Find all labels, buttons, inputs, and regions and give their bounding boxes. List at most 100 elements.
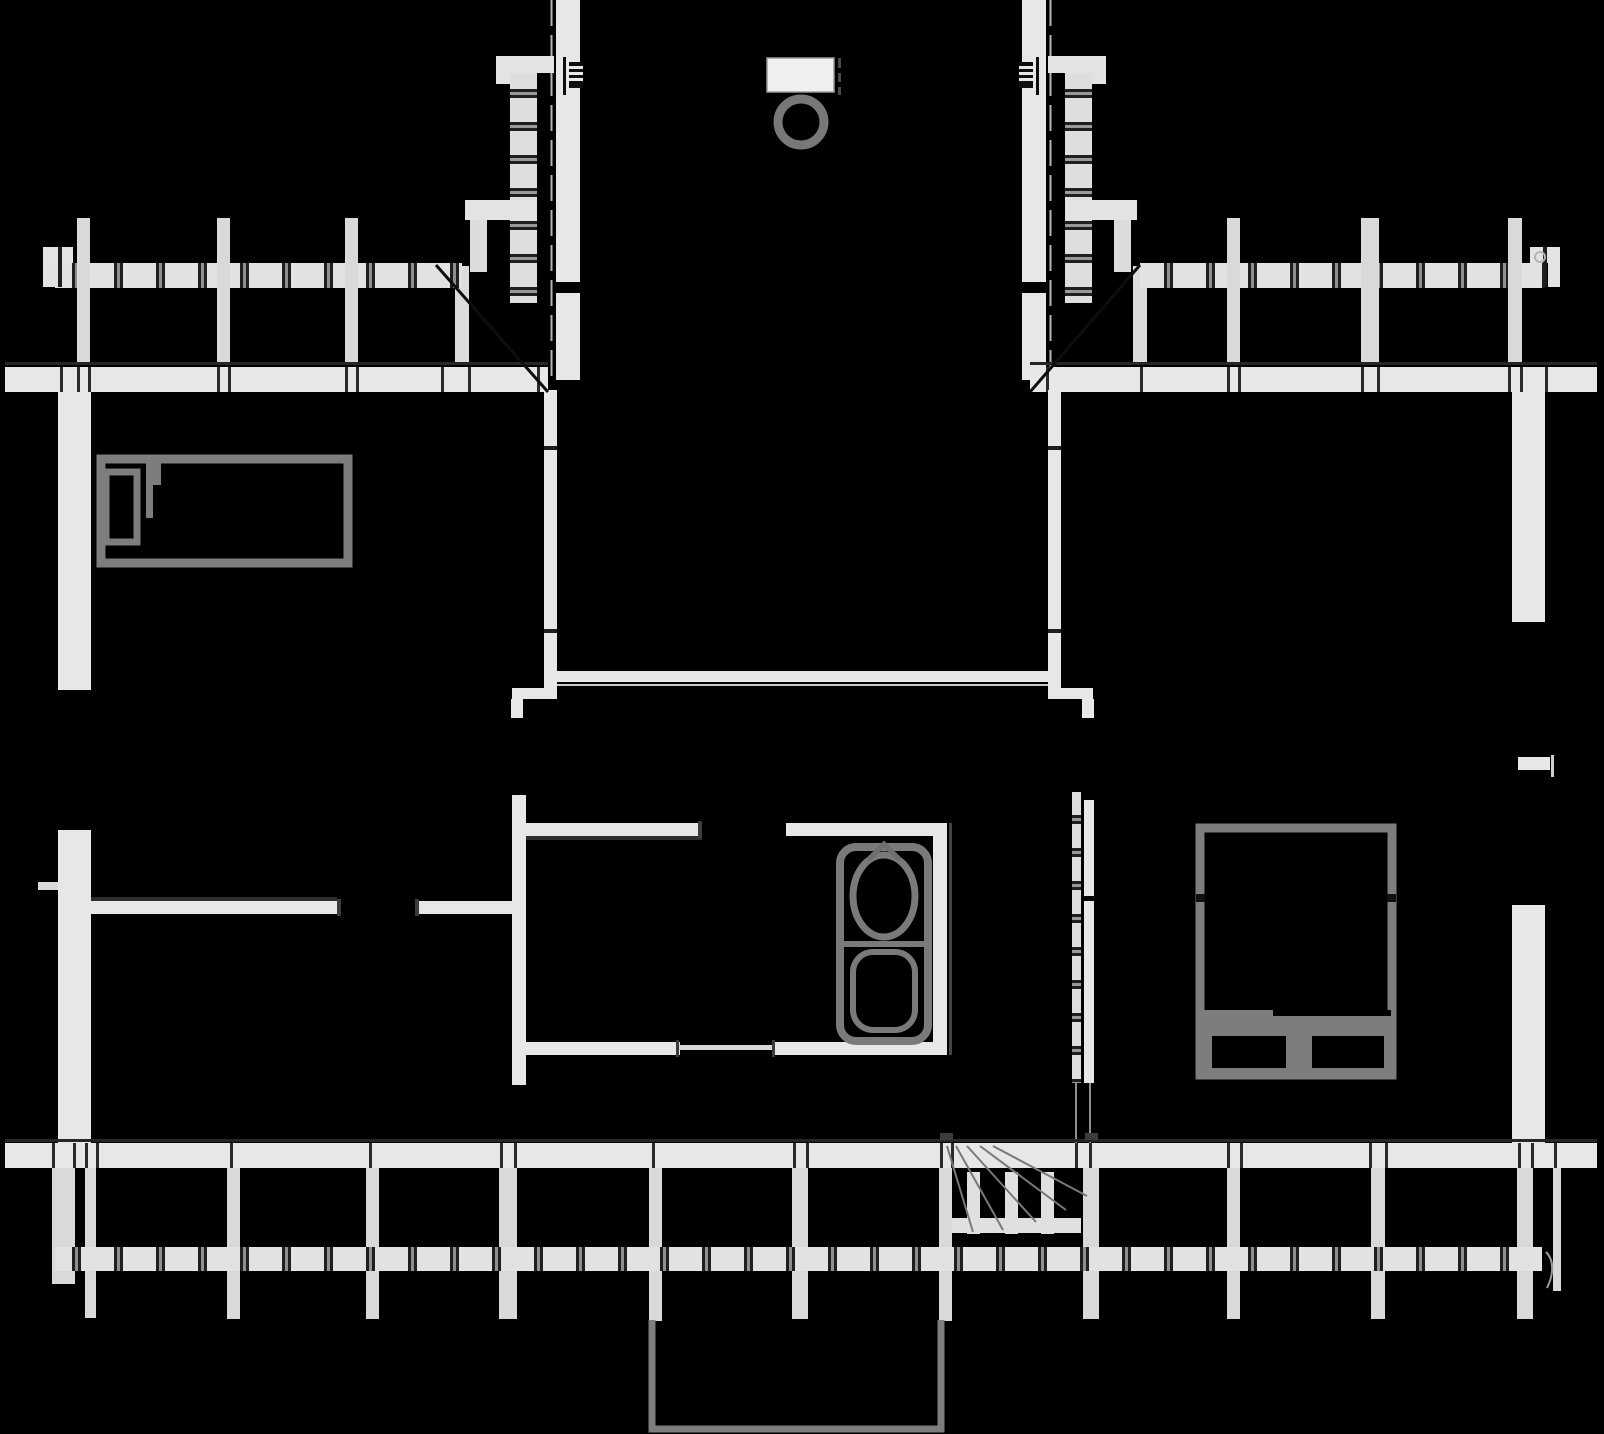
deck-band-top-left-ticks-9 xyxy=(468,367,471,392)
void-floor-edge-line xyxy=(557,684,1048,686)
deck-band-bottom-shadow xyxy=(5,1139,1597,1142)
deck-band-bottom xyxy=(5,1143,1597,1168)
upper-wall-left-break xyxy=(554,282,582,293)
void-wall-right-tick-1 xyxy=(1048,446,1061,450)
interior-wall-a-jamb-1 xyxy=(337,899,341,916)
deck-post-3 xyxy=(499,1168,517,1319)
deck-band-top-right-ticks-7 xyxy=(1508,367,1511,392)
deck-stair-fan-line-2 xyxy=(955,1145,1004,1231)
loft-ladder-line-1 xyxy=(1075,1083,1077,1143)
deck-post-7 xyxy=(1083,1168,1099,1319)
panel-symbol-right-line-3 xyxy=(1019,78,1033,81)
void-wall-left-tick-2 xyxy=(544,629,557,633)
panel-symbol-right-line-1 xyxy=(1019,66,1033,69)
loft-ladder-rail-left xyxy=(1072,792,1081,1083)
exterior-wall-right-upper xyxy=(1512,392,1545,622)
deck-post-9 xyxy=(1371,1168,1385,1319)
rail-post-top-left-3 xyxy=(345,218,358,362)
balcony-rail-top-right xyxy=(1140,263,1545,288)
right-stair-low-post xyxy=(1133,266,1147,362)
deck-stair-fan-line-3 xyxy=(966,1145,1037,1223)
deck-band-top-right-shadow xyxy=(1030,362,1597,365)
bathtub-faucet-arrow xyxy=(866,840,902,862)
bathroom-wall-bottom-right xyxy=(772,1042,938,1055)
rail-corner-top-right-tick xyxy=(1543,247,1547,287)
deck-band-bottom-ticks-4 xyxy=(96,1143,99,1168)
upper-wall-right xyxy=(1022,0,1046,380)
toilet-wall-dash-3 xyxy=(838,87,841,95)
deck-band-bottom-ticks-17 xyxy=(1240,1143,1243,1168)
bed-double-head-band-notch xyxy=(1273,1010,1391,1016)
bed-single-outline xyxy=(96,454,353,568)
deck-band-bottom-ticks-5 xyxy=(230,1143,233,1168)
bed-single-fold-line-1 xyxy=(146,461,153,518)
interior-wall-a-shadow xyxy=(91,897,337,901)
deck-post-8 xyxy=(1227,1168,1240,1319)
deck-band-top-right-ticks-1 xyxy=(1046,367,1049,392)
deck-band-bottom-ticks-7 xyxy=(500,1143,503,1168)
balcony-rail-top-left xyxy=(55,263,462,288)
exterior-wall-left-upper xyxy=(58,392,91,690)
bed-double-pillow-right xyxy=(1312,1036,1384,1068)
rail-post-top-left-2 xyxy=(217,218,230,362)
deck-band-top-right-ticks-3 xyxy=(1227,367,1230,392)
deck-stair-fan-line-1 xyxy=(946,1145,974,1233)
deck-band-bottom-ticks-9 xyxy=(652,1143,655,1168)
deck-band-top-left-ticks-3 xyxy=(88,367,91,392)
deck-band-bottom-ticks-13 xyxy=(951,1143,954,1168)
bathroom-door-leaf xyxy=(678,1045,774,1050)
lower-stair-outline xyxy=(648,1320,945,1433)
rail-corner-top-left-vertical xyxy=(43,247,55,287)
deck-band-bottom-ticks-20 xyxy=(1518,1143,1521,1168)
deck-band-bottom-ticks-21 xyxy=(1531,1143,1534,1168)
toilet-wall-dash-2 xyxy=(838,73,841,82)
loft-ladder-break xyxy=(1083,896,1095,901)
void-cap-left-vertical xyxy=(511,699,523,718)
deck-band-top-left-ticks-5 xyxy=(228,367,231,392)
bed-double-outline xyxy=(1195,823,1397,1080)
deck-band-bottom-ticks-22 xyxy=(1554,1143,1557,1168)
deck-band-top-left-ticks-1 xyxy=(60,367,63,392)
right-stair-mid-post xyxy=(1114,220,1131,272)
deck-band-top-right-ticks-2 xyxy=(1140,367,1143,392)
bed-single-pillow xyxy=(102,468,141,546)
panel-symbol-right-line-2 xyxy=(1019,72,1033,75)
deck-band-bottom-ticks-18 xyxy=(1369,1143,1372,1168)
rail-post-top-right-3 xyxy=(1508,218,1522,362)
bathroom-wall-top-shadow xyxy=(526,836,702,840)
rail-corner-top-right-vertical xyxy=(1548,247,1560,287)
deck-post-4 xyxy=(649,1168,662,1321)
deck-post-5 xyxy=(792,1168,808,1319)
void-floor-edge xyxy=(557,671,1048,682)
left-stair-mid-post xyxy=(470,220,487,272)
stair-post-stub-above-band-2 xyxy=(1085,1133,1098,1140)
stair-post-stub-above-band-1 xyxy=(940,1133,953,1140)
deck-band-bottom-ticks-6 xyxy=(369,1143,372,1168)
panel-symbol-left-line-2 xyxy=(569,72,583,75)
deck-band-bottom-ticks-3 xyxy=(85,1143,88,1168)
right-stair-mid-landing xyxy=(1065,200,1137,220)
toilet-bowl xyxy=(773,94,829,150)
bathroom-wall-left xyxy=(512,795,526,1085)
rail-post-top-left-1 xyxy=(77,218,90,362)
deck-stair-landing xyxy=(952,1218,1081,1233)
right-stair-top-landing xyxy=(1048,56,1106,73)
deck-post-corner-thin xyxy=(85,1168,96,1318)
exterior-wall-left-stub xyxy=(38,882,58,890)
upper-wall-right-break xyxy=(1020,282,1048,293)
bathroom-wall-top-left xyxy=(512,823,702,836)
deck-band-bottom-ticks-15 xyxy=(1089,1143,1092,1168)
door-jamb-line-left xyxy=(563,57,566,95)
deck-post-10 xyxy=(1517,1168,1533,1319)
deck-band-top-left-ticks-8 xyxy=(441,367,444,392)
void-cap-right-horizontal xyxy=(1048,688,1093,699)
deck-band-bottom-ticks-12 xyxy=(940,1143,943,1168)
deck-band-top-right-ticks-6 xyxy=(1377,367,1380,392)
deck-band-bottom-ticks-11 xyxy=(806,1143,809,1168)
bed-double-side-tick-left xyxy=(1196,894,1205,902)
interior-wall-a-jamb-2 xyxy=(415,899,419,916)
deck-band-top-left-ticks-2 xyxy=(77,367,80,392)
upper-wall-left xyxy=(556,0,580,380)
deck-band-top-right-ticks-9 xyxy=(1545,367,1548,392)
